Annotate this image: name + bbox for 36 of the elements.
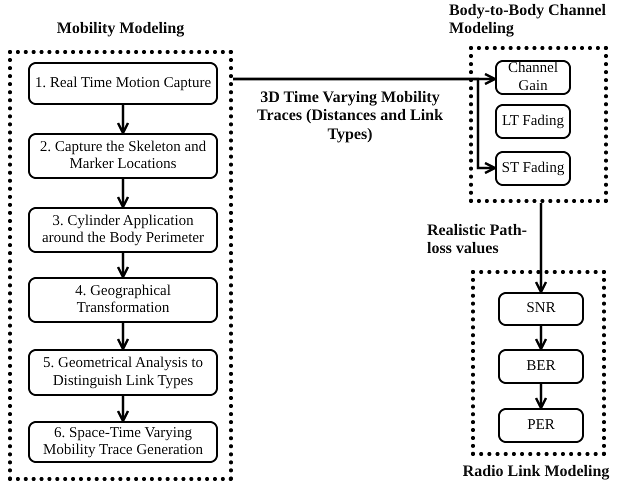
step-text: 2. Capture the Skeleton and Marker Locations bbox=[38, 138, 208, 174]
group-heading: Mobility Modeling bbox=[56, 20, 186, 38]
process-box bbox=[28, 421, 218, 463]
process-box bbox=[498, 408, 584, 443]
arrow bbox=[534, 326, 548, 350]
arrow bbox=[233, 78, 496, 174]
step-text: 1. Real Time Motion Capture bbox=[34, 74, 212, 92]
process-box bbox=[495, 104, 571, 139]
step-text: SNR bbox=[526, 300, 556, 318]
step-text: 6. Space-Time Varying Mobility Trace Generation bbox=[42, 424, 204, 460]
step-text: PER bbox=[527, 416, 555, 434]
group-heading: Radio Link Modeling bbox=[462, 463, 610, 482]
step-text: Channel Gain bbox=[507, 60, 559, 95]
process-box bbox=[28, 349, 218, 396]
process-box bbox=[498, 292, 584, 326]
step-text: ST Fading bbox=[502, 160, 564, 178]
step-text: BER bbox=[526, 358, 556, 376]
group-heading: Body-to-Body Channel Modeling bbox=[449, 2, 607, 39]
process-box bbox=[495, 60, 571, 95]
arrow bbox=[116, 105, 130, 134]
arrow bbox=[116, 323, 130, 350]
step-text: LT Fading bbox=[502, 112, 564, 130]
arrow bbox=[116, 179, 130, 208]
arrow bbox=[116, 253, 130, 278]
arrow bbox=[534, 384, 548, 410]
process-box bbox=[28, 277, 218, 323]
process-box bbox=[28, 133, 218, 179]
step-text: 4. Geographical Transformation bbox=[74, 282, 172, 318]
arrow bbox=[534, 203, 548, 294]
step-text: 3. Cylinder Application around the Body Perimeter bbox=[40, 212, 206, 248]
arrow bbox=[116, 396, 130, 422]
process-box bbox=[28, 62, 218, 105]
process-box bbox=[28, 207, 218, 253]
step-text: 5. Geometrical Analysis to Distinguish Link Types bbox=[42, 355, 204, 390]
process-box bbox=[498, 349, 584, 384]
process-box bbox=[495, 151, 571, 186]
